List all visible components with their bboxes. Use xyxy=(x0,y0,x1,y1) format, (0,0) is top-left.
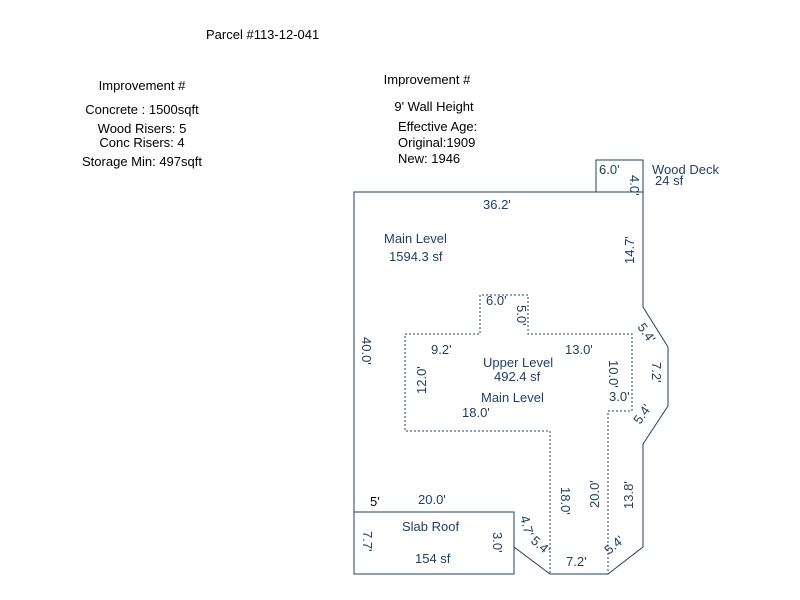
dim-diag-bottom-right: 5.4' xyxy=(601,533,626,558)
dim-bottom-left-offset: 5' xyxy=(370,494,380,509)
conc-risers: Conc Risers: 4 xyxy=(99,135,185,150)
dim-top: 36.2' xyxy=(483,197,511,212)
dim-slab-top: 20.0' xyxy=(418,492,446,507)
dim-slab-left: 7.7' xyxy=(360,531,375,552)
dim-diag-upper: 5.4' xyxy=(635,320,659,345)
dim-slab-right: 3.0' xyxy=(490,532,505,553)
storage-min: Storage Min: 497sqft xyxy=(82,154,202,169)
dim-upper-notch: 3.0' xyxy=(609,389,630,404)
slab-roof-area: 154 sf xyxy=(415,551,451,566)
dim-diag-lower: 5.4' xyxy=(630,401,654,426)
dim-upper-right: 10.0' xyxy=(606,360,621,388)
wood-deck-name: Wood Deck xyxy=(652,162,719,177)
slab-roof-name: Slab Roof xyxy=(402,519,459,534)
concrete-area: Concrete : 1500sqft xyxy=(85,102,199,117)
upper-level-name: Upper Level xyxy=(483,355,553,370)
dim-deck-width: 6.0' xyxy=(599,162,620,177)
slab-roof-outline xyxy=(353,511,515,575)
new-year: New: 1946 xyxy=(398,151,461,166)
upper-main-level-name: Main Level xyxy=(481,390,544,405)
improvement-label: Improvement # xyxy=(98,78,186,93)
dim-upper-bump-depth: 5.0' xyxy=(514,305,529,326)
dim-deck-depth: 4.0' xyxy=(627,175,642,196)
main-level-name: Main Level xyxy=(384,231,447,246)
dim-right-upper: 14.7' xyxy=(622,236,637,264)
upper-level-area: 492.4 sf xyxy=(494,369,541,384)
original-year: Original:1909 xyxy=(398,135,476,150)
effective-age-label: Effective Age: xyxy=(398,119,478,134)
dim-main-lower-left: 18.0' xyxy=(558,487,573,515)
dim-upper-bump-width: 6.0' xyxy=(486,293,507,308)
improvement-label: Improvement # xyxy=(383,72,471,87)
wall-height: 9' Wall Height xyxy=(394,99,474,114)
dim-upper-left: 12.0' xyxy=(414,366,429,394)
dim-main-lower-right: 20.0' xyxy=(587,480,602,508)
dim-right-bay: 7.2' xyxy=(649,362,664,383)
wood-deck-area: 24 sf xyxy=(655,173,684,188)
dim-left: 40.0' xyxy=(359,337,374,365)
wood-risers: Wood Risers: 5 xyxy=(97,121,187,136)
upper-level-outline xyxy=(404,294,633,575)
dim-right-lower: 13.8' xyxy=(621,481,636,509)
dim-step-short: 4.7' xyxy=(517,514,537,538)
parcel-number: Parcel #113-12-041 xyxy=(206,27,320,42)
dim-upper-right-top: 13.0' xyxy=(565,342,593,357)
dim-bottom-right: 7.2' xyxy=(566,554,587,569)
main-level-area: 1594.3 sf xyxy=(389,249,443,264)
dim-upper-bottom: 18.0' xyxy=(462,405,490,420)
dim-upper-left-top: 9.2' xyxy=(431,342,452,357)
